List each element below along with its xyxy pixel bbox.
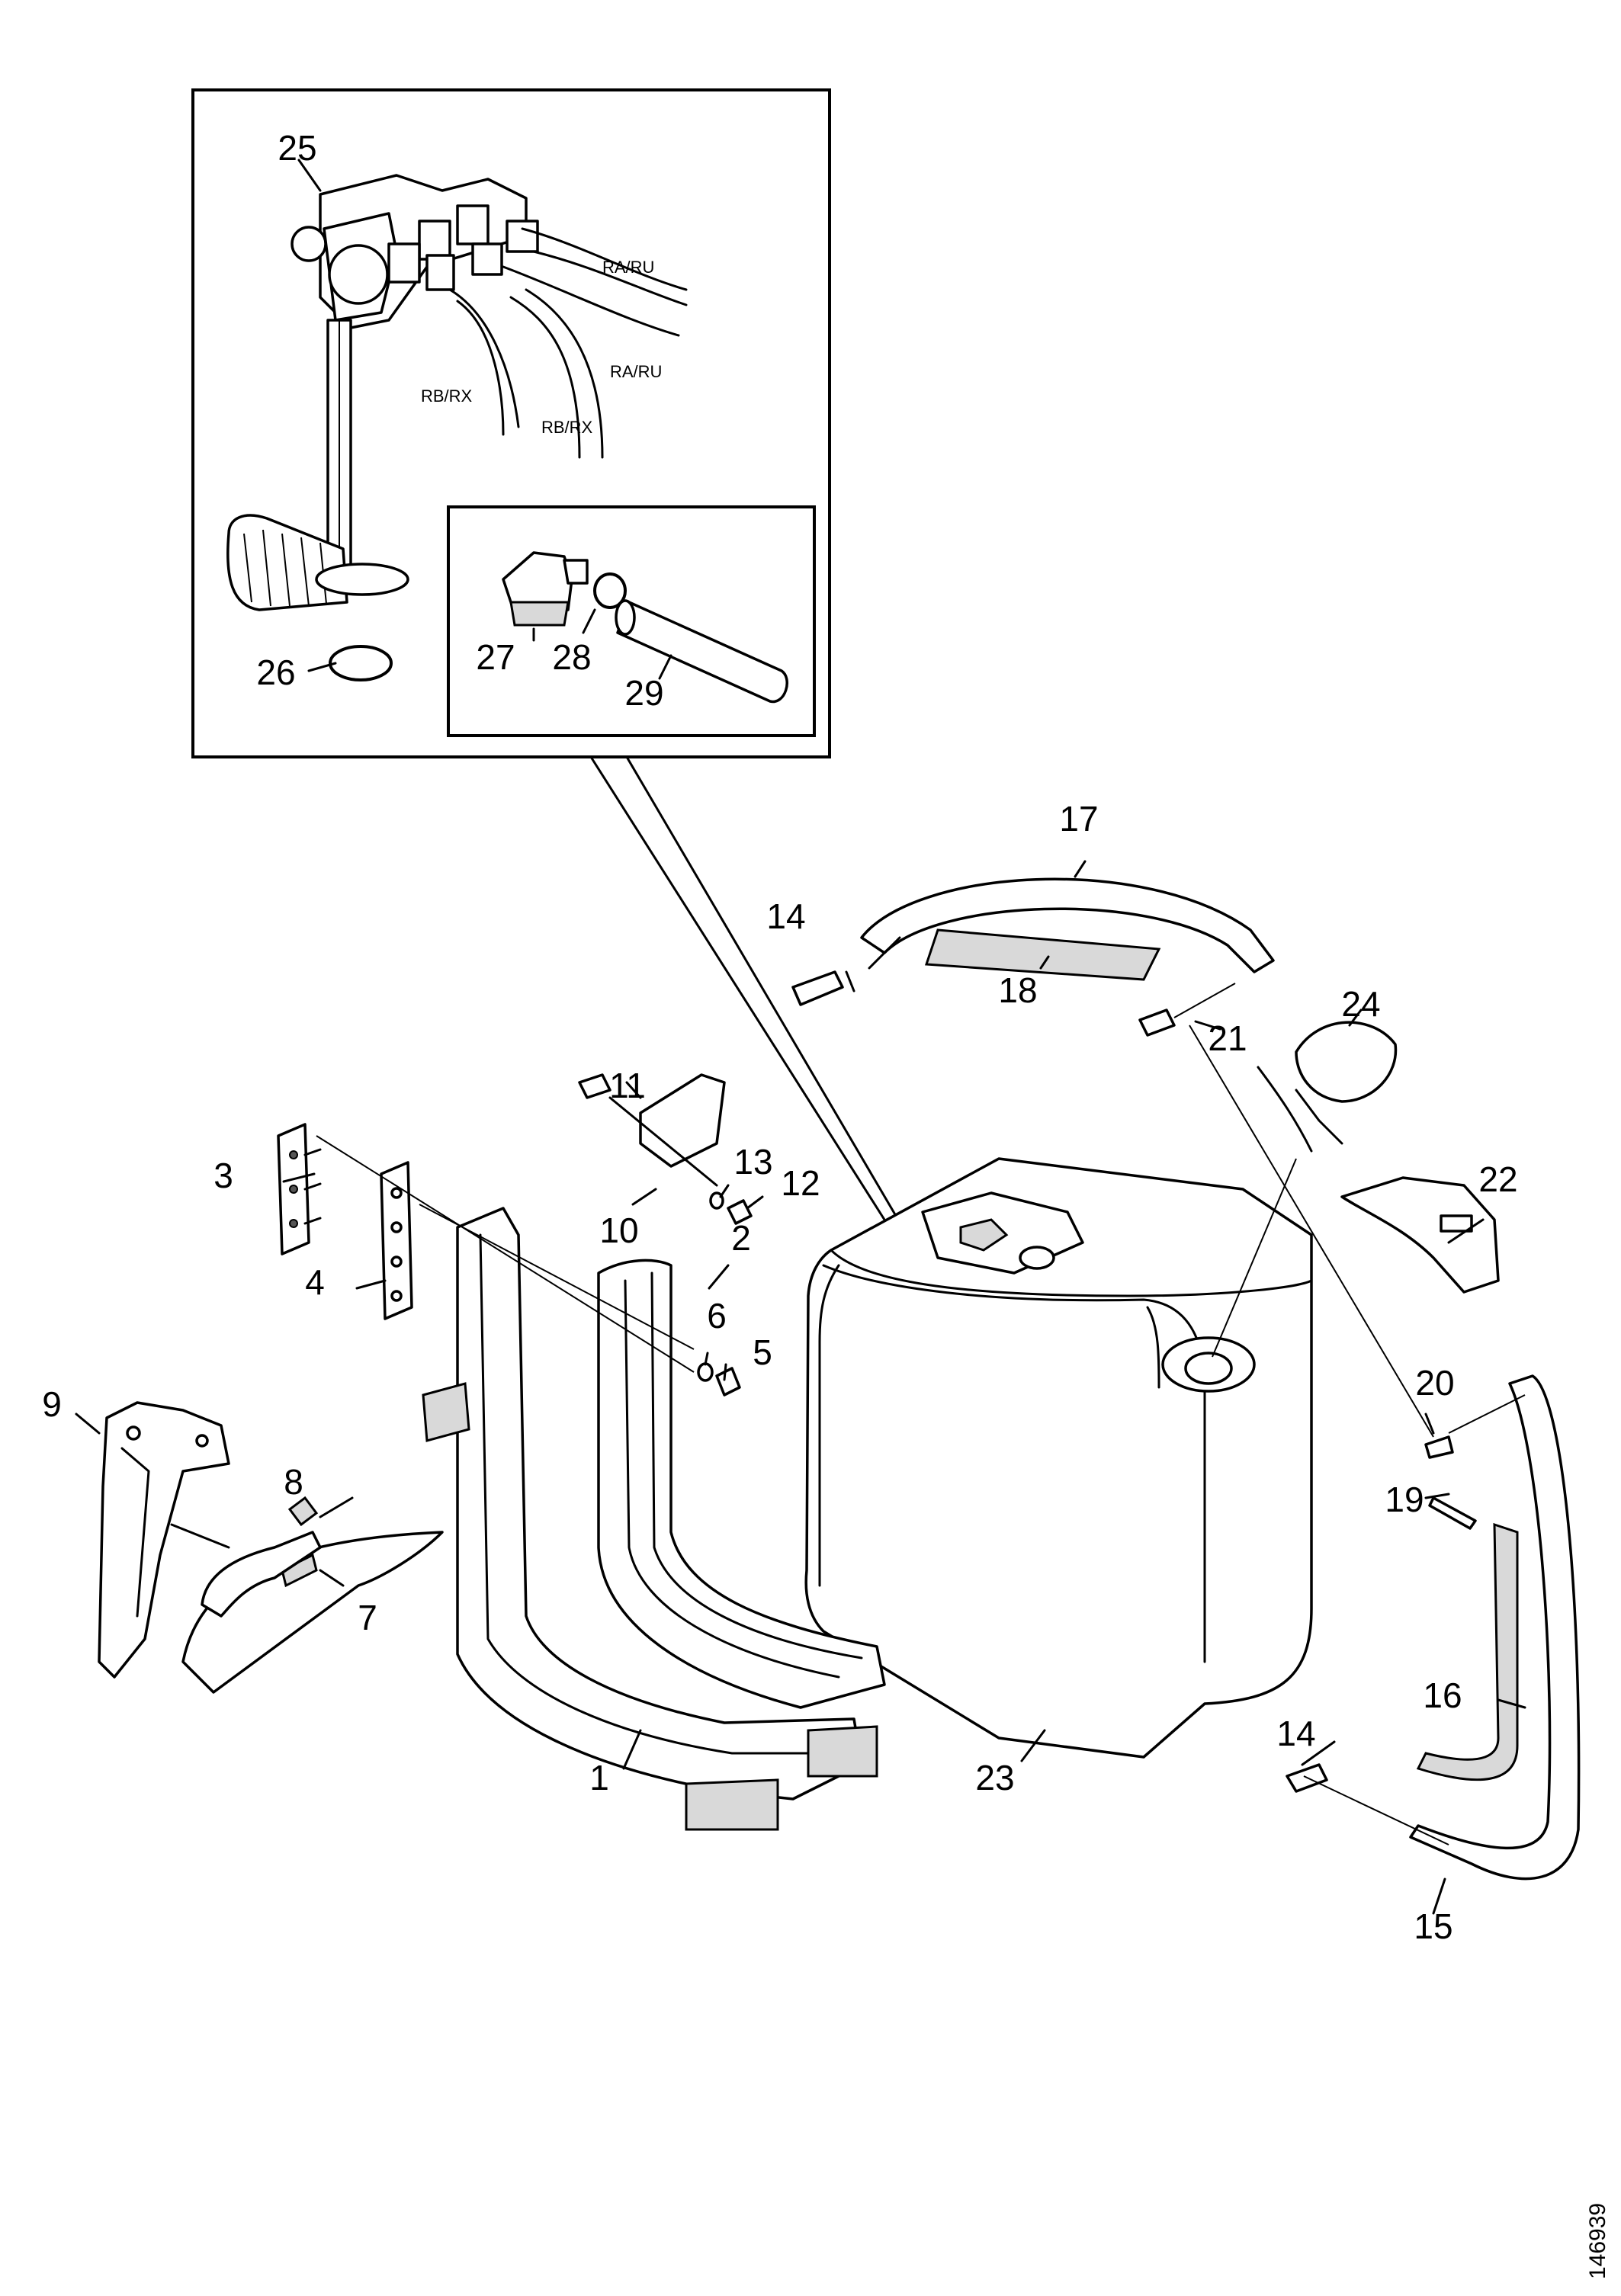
cover-22: [1340, 1176, 1500, 1294]
callout-11: 11: [609, 1066, 646, 1105]
callout-24: 24: [1341, 984, 1380, 1024]
callout-5: 5: [753, 1332, 772, 1372]
callout-12: 12: [781, 1163, 820, 1203]
nut-washer-5-6: [697, 1362, 741, 1397]
callout-10: 10: [599, 1211, 638, 1250]
callout-28: 28: [552, 637, 591, 677]
callout-3: 3: [213, 1156, 233, 1195]
callout-27: 27: [476, 637, 515, 677]
figure-number: 146939: [1585, 2203, 1610, 2279]
callout-29: 29: [624, 673, 663, 713]
strap-right: [1286, 1374, 1581, 1881]
callout-21: 21: [1208, 1018, 1247, 1058]
leader-lines: [75, 860, 1526, 1915]
callout-9: 9: [42, 1384, 62, 1424]
callout-7: 7: [358, 1598, 377, 1637]
plate-3: [277, 1123, 322, 1255]
callout-15: 15: [1414, 1906, 1452, 1946]
pipe-labels: RA/RU RA/RU RB/RX RB/RX: [421, 258, 662, 437]
bracket-2: [597, 1259, 886, 1709]
callout-14-upper: 14: [766, 896, 805, 936]
callout-23: 23: [975, 1758, 1014, 1797]
callout-labels: 1 2 3 4 5 6 7 8 9 10 11 12 13 14 14 15 1…: [42, 128, 1517, 1946]
pipe-label-ra-ru-lower: RA/RU: [610, 362, 662, 381]
clamp-10: [578, 1073, 753, 1225]
callout-14-lower: 14: [1276, 1714, 1315, 1753]
callout-26: 26: [256, 653, 295, 692]
bracket-1: [422, 1207, 878, 1831]
callout-6: 6: [707, 1296, 727, 1336]
pipe-label-rb-rx-left: RB/RX: [421, 386, 473, 406]
clip-8: [201, 1496, 322, 1618]
fuel-tank: [804, 1157, 1313, 1759]
callout-8: 8: [284, 1462, 303, 1502]
callout-19: 19: [1385, 1480, 1424, 1519]
strap-upper: [791, 877, 1275, 1037]
filler-cap: [1257, 1021, 1398, 1153]
callout-2: 2: [731, 1218, 751, 1258]
callout-16: 16: [1423, 1676, 1462, 1715]
callout-18: 18: [998, 970, 1037, 1010]
pipe-label-rb-rx-right: RB/RX: [541, 418, 593, 437]
callout-25: 25: [278, 128, 316, 168]
callout-20: 20: [1415, 1363, 1454, 1403]
vent-inset: [447, 505, 816, 737]
callout-1: 1: [589, 1758, 609, 1797]
callout-13: 13: [733, 1142, 772, 1182]
callout-17: 17: [1059, 799, 1098, 839]
bracket-9: [98, 1401, 230, 1679]
callout-4: 4: [305, 1262, 325, 1302]
callout-22: 22: [1478, 1159, 1517, 1199]
detail-inset: [191, 88, 897, 1220]
pipe-label-ra-ru-upper: RA/RU: [602, 258, 654, 277]
plate-4: [380, 1161, 413, 1320]
fuel-level-sender: [226, 159, 688, 681]
